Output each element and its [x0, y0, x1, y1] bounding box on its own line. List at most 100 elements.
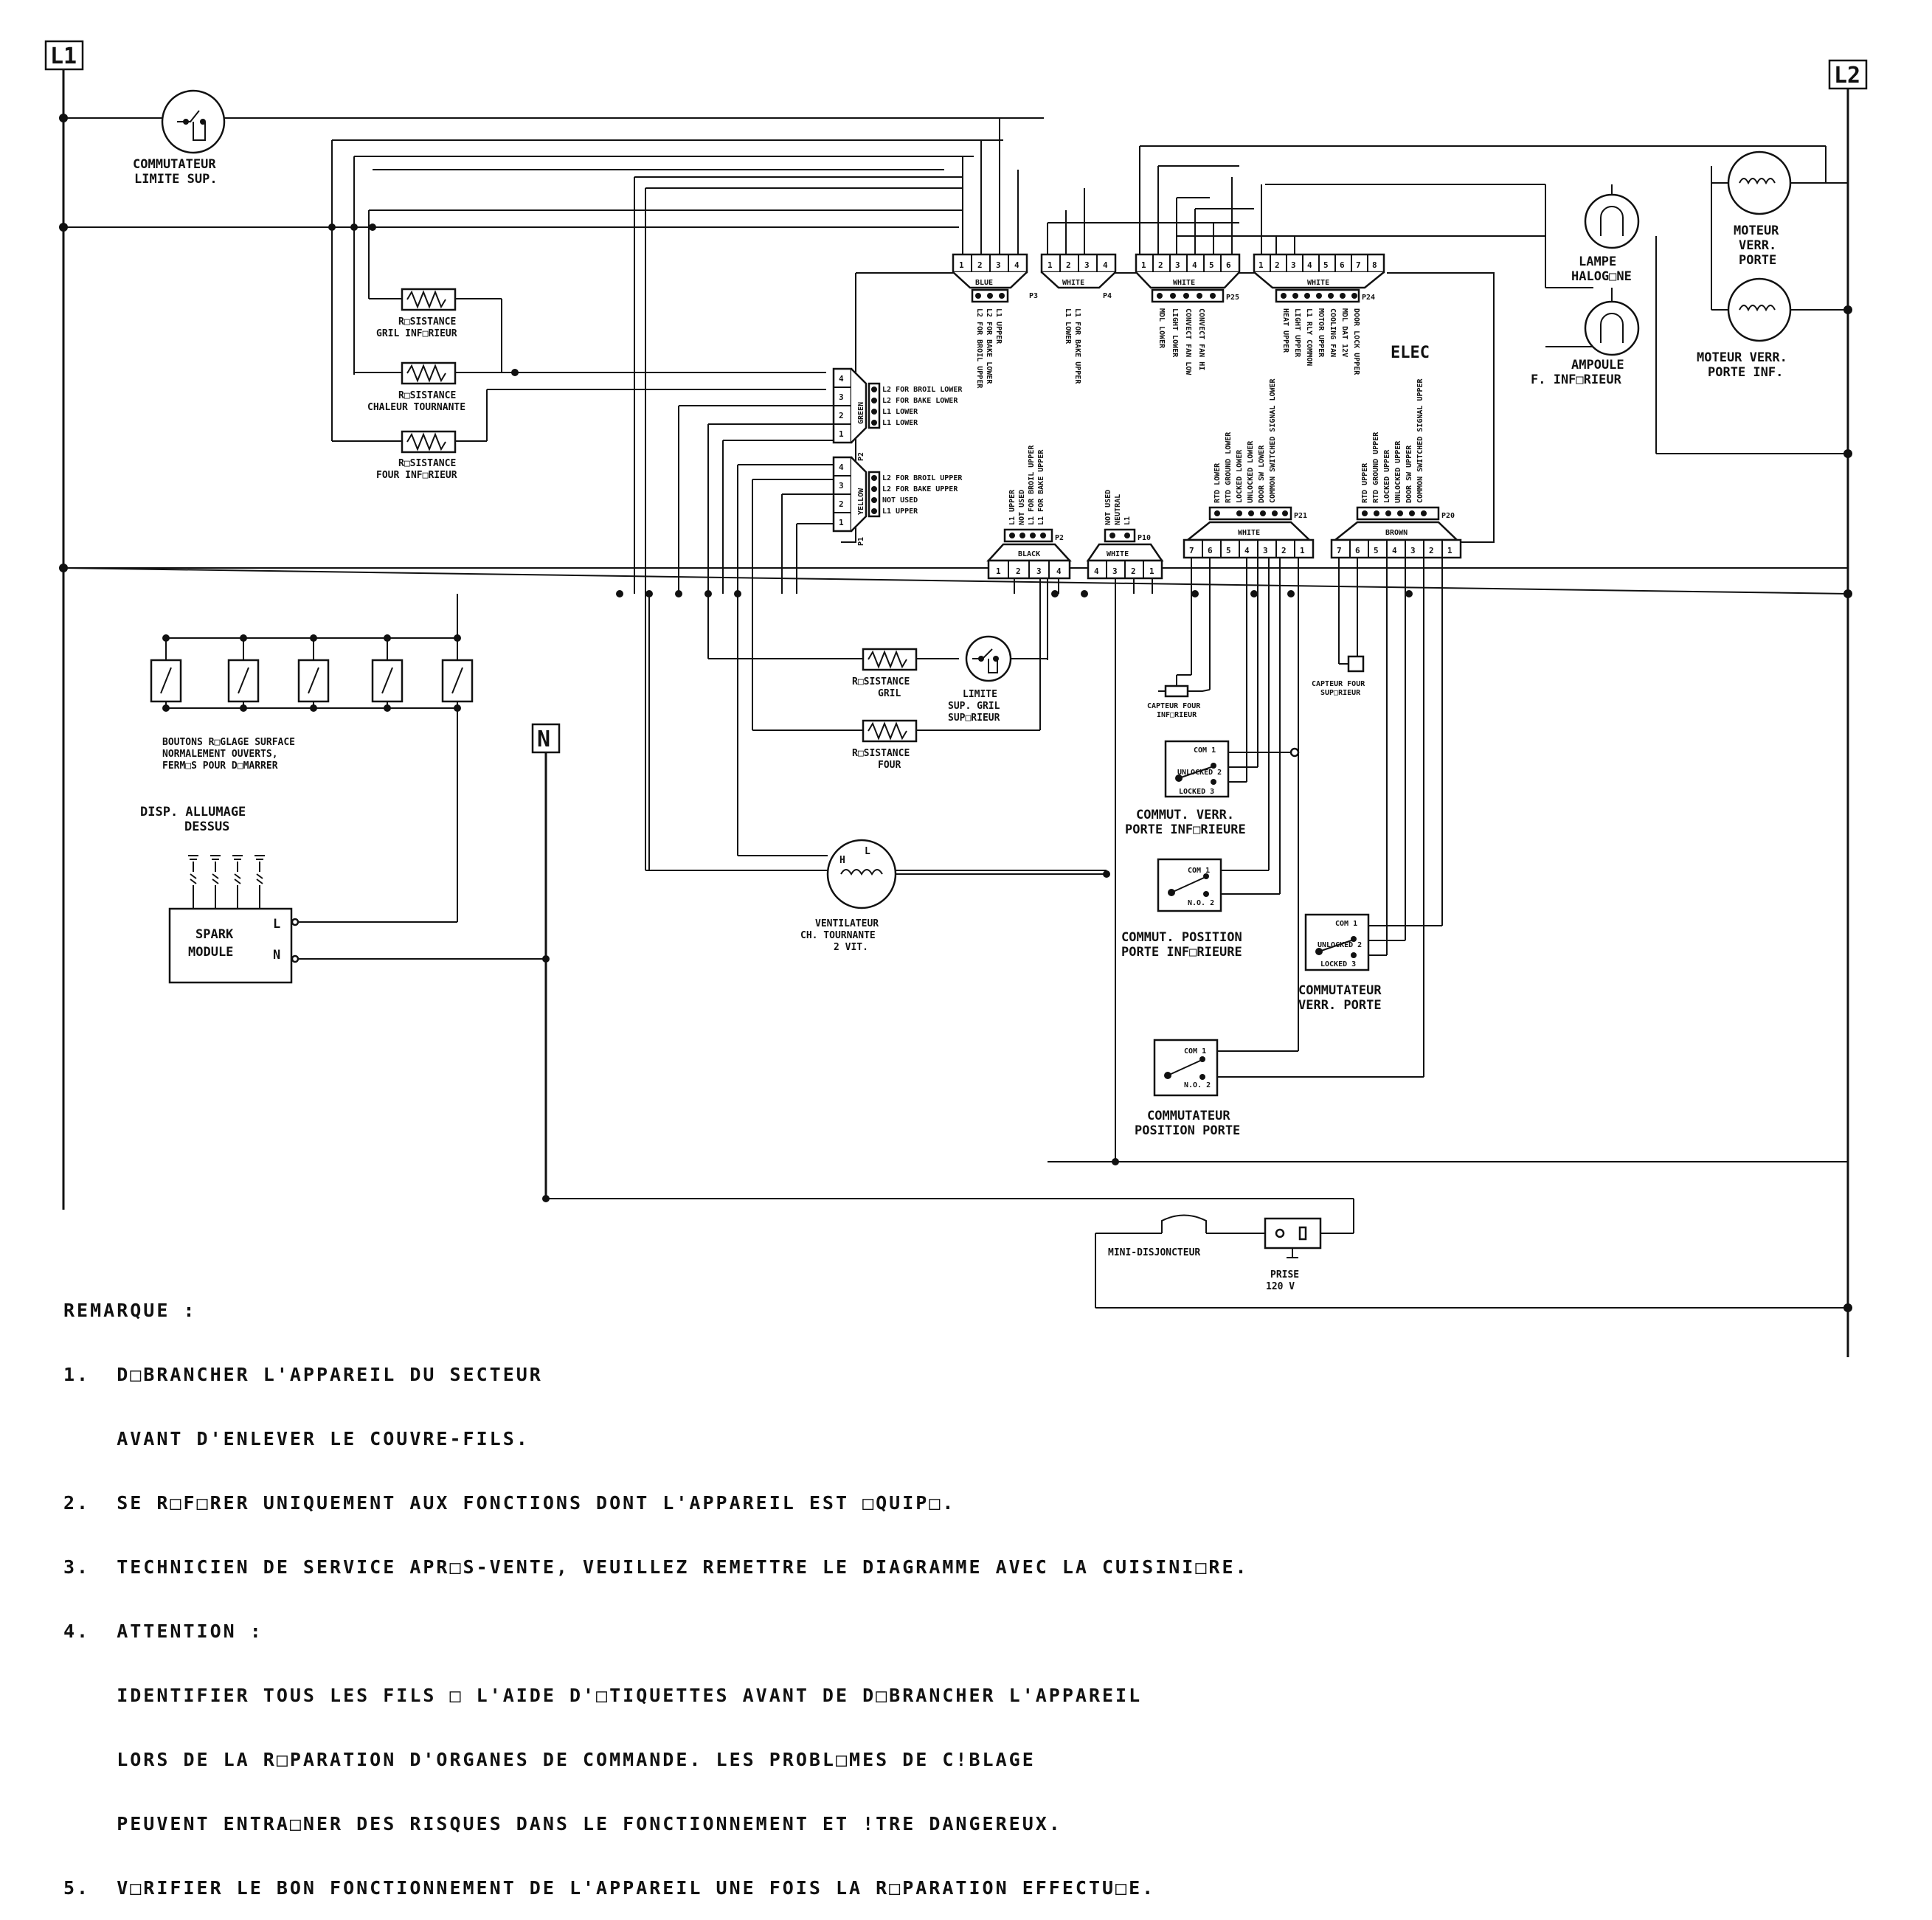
yellow-label-2: L2 FOR BAKE UPPER	[882, 485, 958, 493]
p3-label-1: L2 FOR BROIL UPPER	[975, 308, 983, 389]
switch-position-lower-label-1: COMMUT. POSITION	[1121, 930, 1242, 945]
limit-grill-label-3: SUP□RIEUR	[948, 713, 1000, 724]
spark-module-label-1: SPARK	[195, 927, 234, 942]
note-4: 4. ATTENTION :	[63, 1621, 263, 1642]
black-label-3: L1 FOR BROIL UPPER	[1028, 445, 1036, 525]
surface-button-4	[371, 634, 404, 712]
rail-n-label: N	[537, 727, 550, 752]
switch-lock-lower-label-1: COMMUT. VERR.	[1136, 808, 1234, 822]
p3-pin-1: 1	[959, 260, 964, 270]
connector-p20: P20 RTD UPPER RTD GROUND UPPER LOCKED UP…	[1330, 378, 1462, 559]
res-convection-label-2: CHALEUR TOURNANTE	[367, 402, 465, 413]
bus-wires	[63, 117, 1849, 595]
rail-l1: L1	[44, 40, 84, 1210]
p6-label-4: MOTOR UPPER	[1317, 308, 1325, 358]
yellow-label-3: NOT USED	[882, 496, 918, 505]
pos-lower-com: COM 1	[1188, 867, 1210, 875]
p6-pin-7: 7	[1356, 260, 1361, 270]
connector-p10: P10 NOT USED NEUTRAL L1 WHITE 4 3 2 1	[1086, 490, 1164, 594]
p5-label-1: MDL LOWER	[1157, 308, 1166, 349]
yellow-name: YELLOW	[857, 488, 865, 515]
lock-locked: LOCKED 3	[1320, 960, 1356, 968]
spark-terminal-n: N	[273, 948, 280, 963]
p6-pin-2: 2	[1275, 260, 1280, 270]
outlet-label-1: PRISE	[1270, 1269, 1299, 1280]
rail-n: N	[531, 723, 561, 1199]
green-label-1: L2 FOR BROIL LOWER	[882, 386, 963, 394]
p6-label-7: DOOR LOCK UPPER	[1352, 308, 1360, 375]
spark-electrodes	[188, 855, 265, 909]
yellow-pin-3: 3	[839, 481, 844, 491]
p10-label-3: L1	[1123, 516, 1132, 525]
connector-p4: 1 2 3 4 WHITE P4 L1 LOWER L1 FOR BAKE UP…	[1040, 253, 1117, 384]
p5-name: WHITE	[1173, 279, 1195, 287]
p4-label-1: L1 LOWER	[1064, 308, 1072, 344]
p10-label-2: NEUTRAL	[1114, 494, 1122, 525]
yellow-id: P1	[857, 537, 865, 546]
connector-p6: 1 2 3 4 5 6 7 8 WHITE P24 HEAT UPPER LIG…	[1253, 253, 1385, 375]
sensor-upper-label-1: CAPTEUR FOUR	[1312, 680, 1365, 688]
switch-lock-lower: COM 1 UNLOCKED 2 LOCKED 3 COMMUT. VERR. …	[1125, 558, 1300, 837]
p10-name: WHITE	[1107, 550, 1129, 558]
black-pin-1: 1	[996, 566, 1001, 576]
limit-grill-label-1: LIMITE	[963, 689, 997, 700]
res-bake-label-1: R□SISTANCE	[852, 748, 910, 759]
p21-id: P21	[1294, 512, 1307, 520]
spark-disp-label-2: DESSUS	[184, 819, 229, 834]
p21-pin-5: 5	[1226, 546, 1231, 555]
wiring-schematic: L1 L 2 N	[44, 40, 1868, 1357]
pos-no: N.O. 2	[1184, 1081, 1211, 1089]
p6-pin-1: 1	[1258, 260, 1264, 270]
hi-limit-label-2: LIMITE SUP.	[134, 172, 218, 187]
yellow-pin-4: 4	[839, 462, 844, 472]
spark-module: DISP. ALLUMAGE DESSUS SPARK MODULE L N	[140, 805, 550, 984]
spark-disp-label-1: DISP. ALLUMAGE	[140, 805, 246, 819]
res-convection-label-1: R□SISTANCE	[398, 390, 456, 401]
p20-pin-3: 3	[1410, 546, 1416, 555]
switch-position-label-1: COMMUTATEUR	[1147, 1109, 1230, 1123]
bake-circuit: R□SISTANCE FOUR	[852, 597, 1041, 771]
lamp-halogen-label-2: HALOG□NE	[1571, 269, 1632, 284]
p5-pin-6: 6	[1226, 260, 1231, 270]
spark-terminal-l: L	[273, 917, 280, 932]
p5-pin-5: 5	[1209, 260, 1214, 270]
notes-block: REMARQUE : 1. D□BRANCHER L'APPAREIL DU S…	[63, 1257, 1834, 1920]
p6-pin-6: 6	[1340, 260, 1345, 270]
p20-id: P20	[1441, 512, 1455, 520]
outlet-label-2: 120 V	[1266, 1281, 1295, 1292]
p21-label-1: RTD LOWER	[1213, 462, 1222, 503]
note-4c: PEUVENT ENTRA□NER DES RISQUES DANS LE FO…	[63, 1813, 1062, 1834]
motor-lock-lower-label-2: PORTE INF.	[1708, 365, 1783, 380]
neutral-return	[542, 594, 1848, 1309]
p6-label-1: HEAT UPPER	[1281, 308, 1289, 353]
hi-limit-label-1: COMMUTATEUR	[133, 157, 216, 172]
top-connector-wires	[962, 118, 1295, 254]
p5-label-3: CONVECT FAN LOW	[1184, 308, 1192, 375]
switch-position-lower: COM 1 N.O. 2 COMMUT. POSITION PORTE INF□…	[1121, 558, 1281, 960]
note-3: 3. TECHNICIEN DE SERVICE APR□S-VENTE, VE…	[63, 1556, 1249, 1578]
p10-pin-4: 4	[1094, 566, 1099, 576]
note-1b: AVANT D'ENLEVER LE COUVRE-FILS.	[63, 1428, 530, 1449]
green-name: GREEN	[857, 402, 865, 424]
door-lock-motor: MOTEUR VERR. PORTE	[1711, 150, 1826, 268]
p20-pin-6: 6	[1355, 546, 1360, 555]
surface-button-2	[227, 634, 260, 712]
black-id: P2	[1055, 534, 1064, 542]
sensor-upper: CAPTEUR FOUR SUP□RIEUR	[1312, 558, 1365, 697]
p20-label-4: UNLOCKED UPPER	[1394, 440, 1402, 503]
note-4b: LORS DE LA R□PARATION D'ORGANES DE COMMA…	[63, 1749, 1036, 1770]
p5-pin-4: 4	[1192, 260, 1197, 270]
rail-l1-label: L1	[50, 44, 77, 69]
motor-lock-label-2: VERR.	[1739, 238, 1776, 253]
p21-label-2: RTD GROUND LOWER	[1225, 432, 1233, 503]
p6-label-2: LIGHT UPPER	[1293, 308, 1301, 358]
p10-pin-2: 2	[1131, 566, 1136, 576]
p3-pin-3: 3	[996, 260, 1001, 270]
limit-grill-label-2: SUP. GRIL	[948, 701, 1000, 712]
yellow-pin-2: 2	[839, 499, 844, 509]
switch-position-label-2: POSITION PORTE	[1135, 1123, 1240, 1138]
green-label-3: L1 LOWER	[882, 408, 918, 416]
p5-pin-3: 3	[1175, 260, 1180, 270]
bulb-lower-label-2: F. INF□RIEUR	[1531, 372, 1622, 387]
p6-label-3: L1 RLY COMMON	[1305, 308, 1313, 366]
